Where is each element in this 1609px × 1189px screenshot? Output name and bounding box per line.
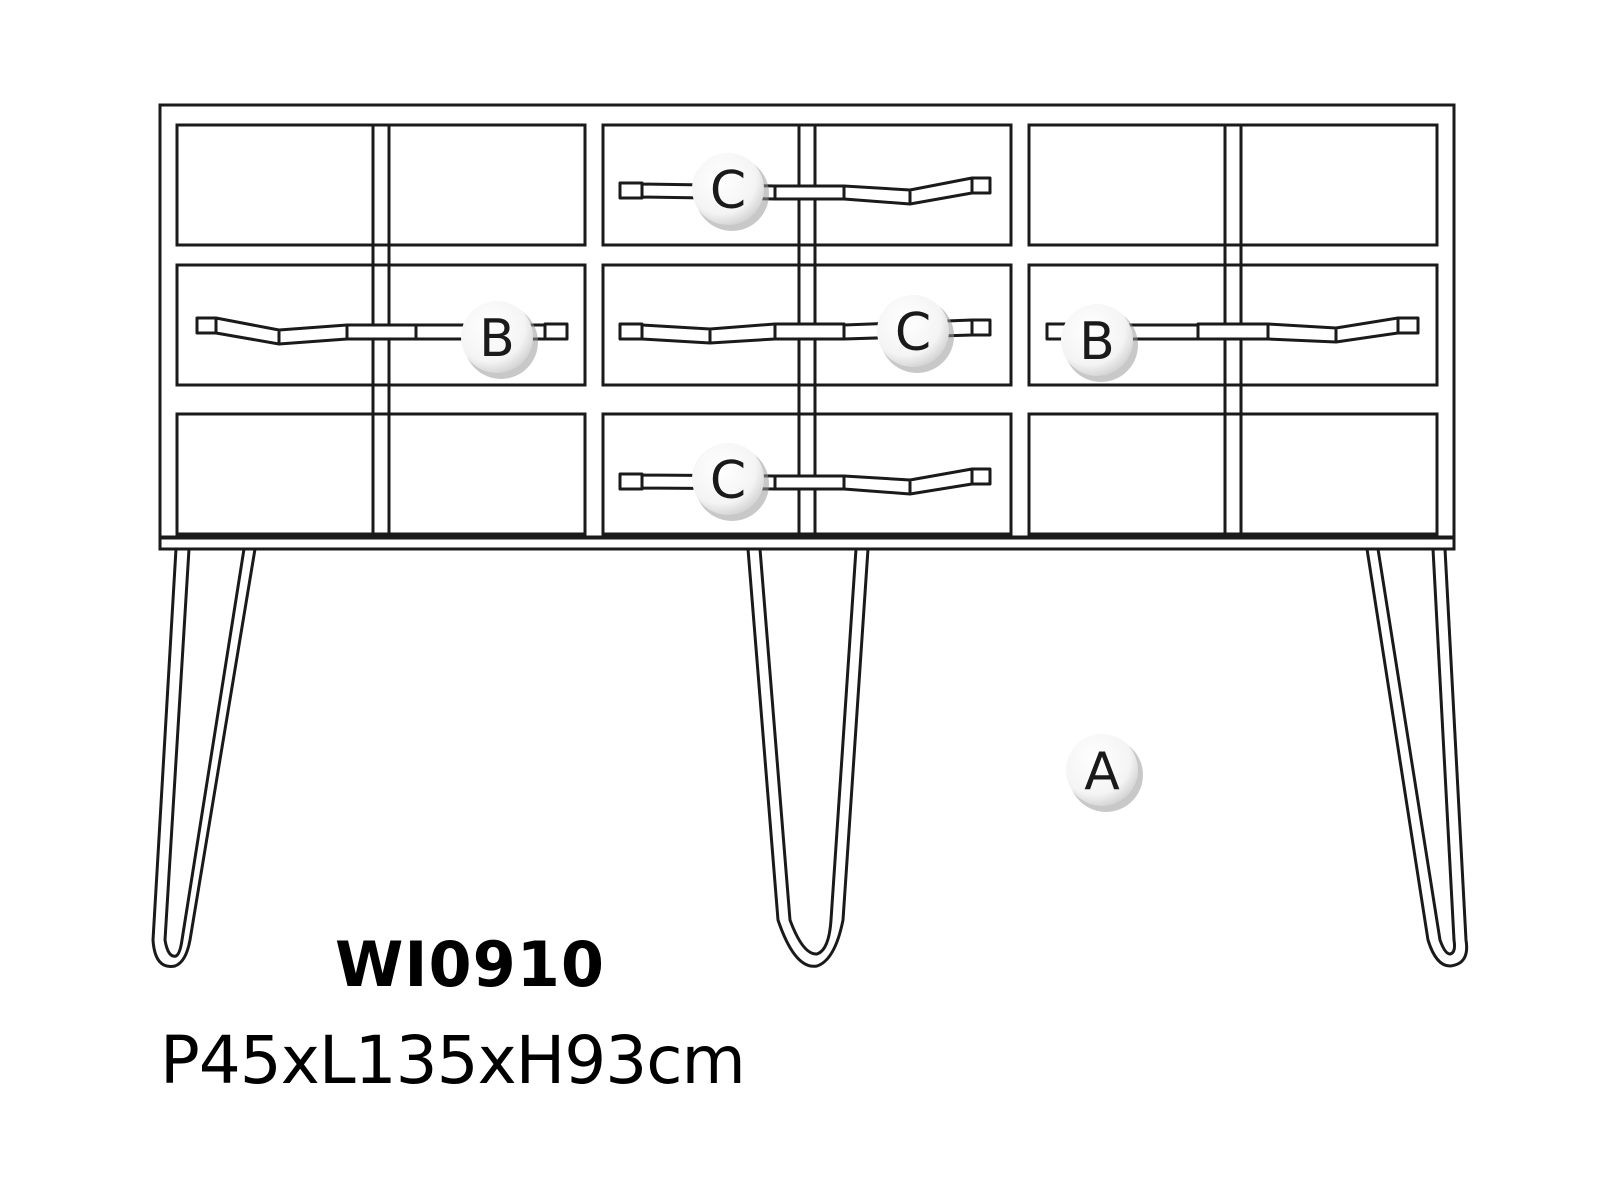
handles xyxy=(195,176,1420,496)
part-label-text: C xyxy=(710,451,746,511)
hairpin-leg-center xyxy=(746,548,870,968)
drawer-bottom-right xyxy=(1027,412,1439,536)
dimensions-text: P45xL135xH93cm xyxy=(160,1022,746,1099)
drawer-grid xyxy=(175,123,1439,536)
hairpin-leg-left xyxy=(151,548,257,968)
drawer-middle-right xyxy=(1027,263,1439,387)
cabinet-body xyxy=(158,103,1456,551)
cabinet-outer-frame xyxy=(158,103,1456,540)
drawer-top-left xyxy=(175,123,587,247)
model-code: WI0910 xyxy=(335,928,606,1001)
part-label-middle-center: C xyxy=(877,295,954,373)
drawer-top-right xyxy=(1027,123,1439,247)
drawer-top-center xyxy=(601,123,1013,247)
legs xyxy=(151,548,1469,968)
handle-top-center xyxy=(618,176,992,206)
drawer-middle-left xyxy=(175,263,587,387)
drawer-middle-center xyxy=(601,263,1013,387)
drawer-bottom-left xyxy=(175,412,587,536)
part-label-middle-right: B xyxy=(1061,304,1138,382)
plinth xyxy=(158,535,1456,551)
drawer-bottom-center xyxy=(601,412,1013,536)
hairpin-leg-center xyxy=(758,548,858,956)
part-label-text: C xyxy=(895,303,931,363)
part-label-bottom-center: C xyxy=(692,443,769,521)
part-label-legs: A xyxy=(1066,734,1143,812)
part-label-text: C xyxy=(710,161,746,221)
hairpin-leg-right xyxy=(1376,548,1456,956)
part-label-text: A xyxy=(1084,742,1120,802)
part-label-middle-left: B xyxy=(461,301,538,379)
part-label-top-center: C xyxy=(692,153,769,231)
hairpin-leg-left xyxy=(163,548,246,958)
handle-bottom-center xyxy=(618,467,992,496)
part-label-bubbles: C B C B C A xyxy=(461,153,1143,812)
part-label-text: B xyxy=(1079,312,1115,372)
hairpin-leg-right xyxy=(1365,548,1469,968)
part-label-text: B xyxy=(479,309,515,369)
